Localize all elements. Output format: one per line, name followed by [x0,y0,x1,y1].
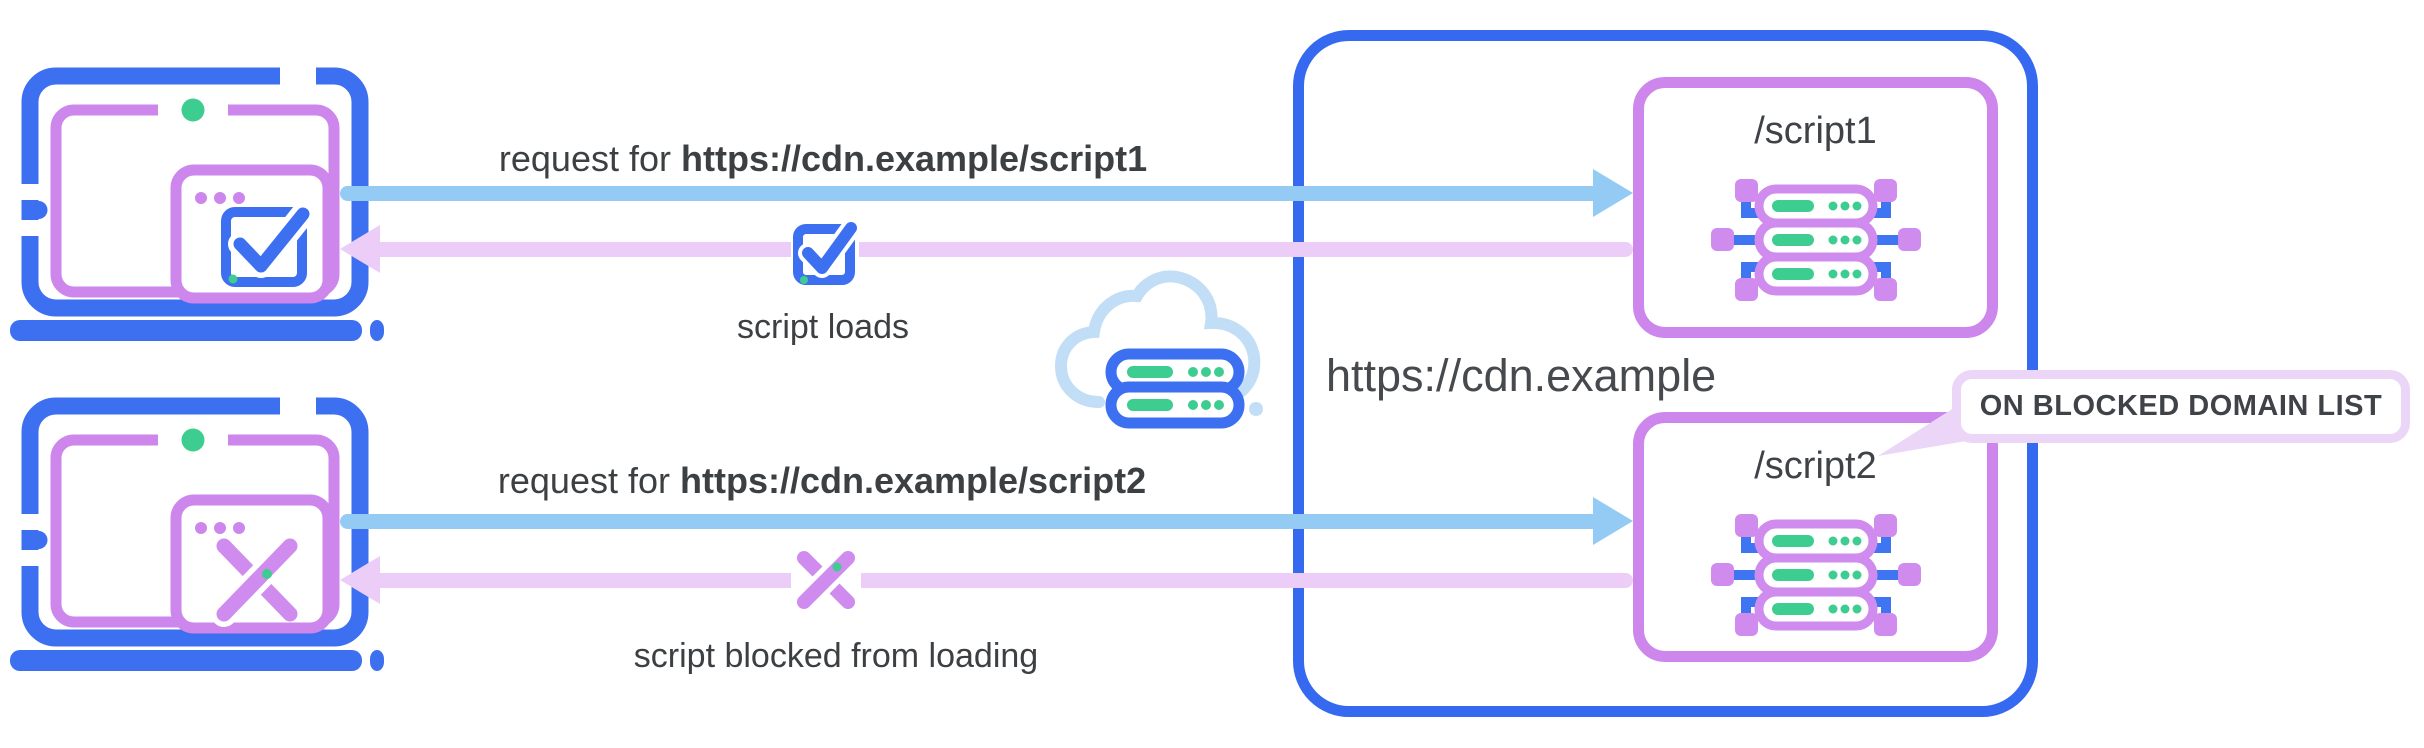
server-network-icon [1710,514,1921,636]
request1-arrowhead [1593,169,1633,217]
script1-label: /script1 [1754,110,1877,152]
script2-box: /script2 [1633,412,1998,662]
checkbox-check-icon [791,218,861,285]
cdn-domain-label: https://cdn.example [1326,350,1717,401]
request2-arrowhead [1593,497,1633,545]
laptop-allowed-icon [10,64,384,341]
blocked-domain-callout: ON BLOCKED DOMAIN LIST [1952,370,2410,443]
blocked-cross-icon [211,533,303,627]
server-network-icon [1710,179,1921,301]
response1-label: script loads [737,308,909,346]
cloud-server-icon [1054,270,1263,429]
request1-label: request for https://cdn.example/script1 [498,138,1148,179]
checkbox-check-icon [221,202,315,287]
request1-arrow [340,186,1593,201]
blocked-cross-icon [791,546,861,614]
response2-arrow [380,573,1633,588]
request2-label: request for https://cdn.example/script2 [497,460,1147,501]
response1-arrow [380,242,1633,257]
response1-arrowhead [340,225,380,273]
response2-label: script blocked from loading [633,637,1039,675]
blocked-domain-callout-label: ON BLOCKED DOMAIN LIST [1979,390,2383,422]
script1-box: /script1 [1633,77,1998,338]
laptop-blocked-icon [10,394,384,671]
request2-arrow [340,514,1593,529]
script2-label: /script2 [1754,445,1877,487]
response2-arrowhead [340,556,380,604]
